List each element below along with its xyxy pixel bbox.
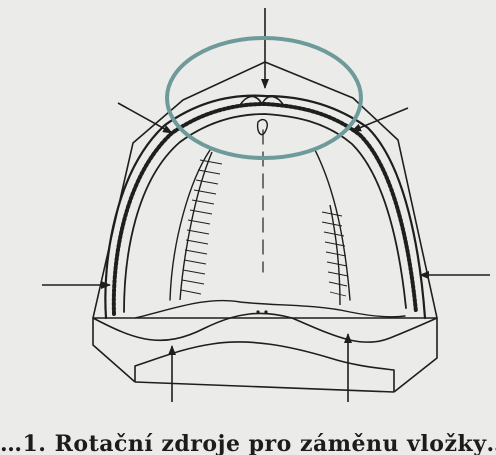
base-bottom-edge [135,382,394,392]
rugae-left-spine [180,152,212,300]
rugae-left [180,152,222,300]
base-right-wall [394,318,437,392]
arch-inner-edge [124,114,406,312]
rugae-right [322,205,348,305]
palate-bottom-contour [135,301,405,318]
arch-outer-edge [105,96,425,318]
highlight-ellipse [167,38,361,158]
palate [135,120,405,318]
base-inner-edge [135,342,394,392]
arrow-upper-left [118,103,172,133]
palate-right-contour [315,150,350,300]
dental-arch [105,96,425,318]
fovea-dot-right [264,310,267,313]
figure-caption: …1. Rotační zdroje pro záměnu vložky… [0,430,496,455]
arch-beaded-ridge [114,104,416,314]
model-base [93,313,437,392]
fovea-dot-left [256,310,259,313]
dental-model-figure [0,0,496,430]
